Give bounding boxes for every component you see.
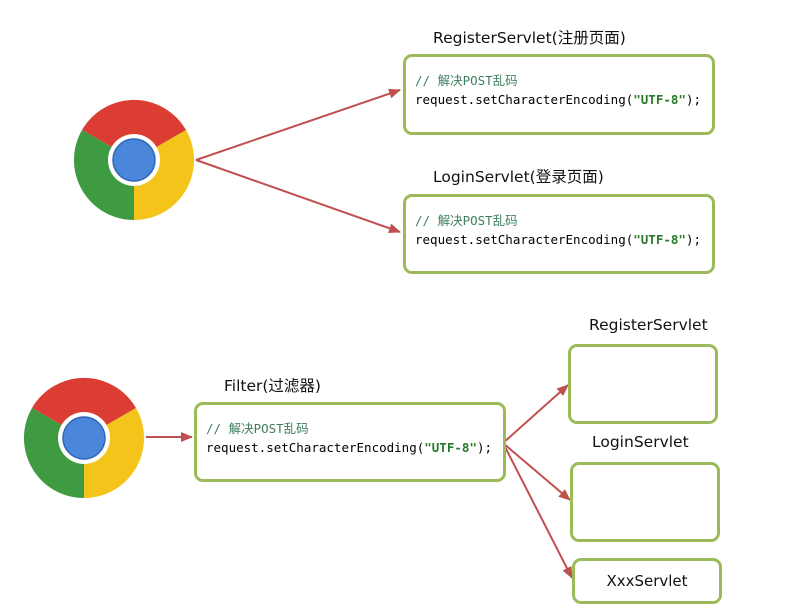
filter-title: Filter(过滤器)	[224, 377, 321, 395]
register-servlet-box: // 解决POST乱码 request.setCharacterEncoding…	[403, 54, 715, 135]
chrome-browser-icon	[73, 99, 195, 221]
login-servlet-box: // 解决POST乱码 request.setCharacterEncoding…	[403, 194, 715, 274]
xxx-servlet-box: XxxServlet	[572, 558, 722, 604]
code-comment: // 解决POST乱码	[415, 213, 518, 228]
login-servlet-title: LoginServlet(登录页面)	[433, 168, 604, 186]
code-block: // 解决POST乱码 request.setCharacterEncoding…	[415, 71, 701, 109]
chrome-browser-icon	[23, 377, 145, 499]
arrow-to-login	[195, 159, 401, 234]
register-servlet-target-box	[568, 344, 718, 424]
code-line: request.setCharacterEncoding("UTF-8");	[415, 232, 701, 247]
code-block: // 解决POST乱码 request.setCharacterEncoding…	[415, 211, 701, 249]
arrow-filter-to-xxx	[502, 442, 573, 579]
arrow-filter-to-register	[502, 384, 569, 444]
code-string: "UTF-8"	[633, 92, 686, 107]
xxx-servlet-label: XxxServlet	[606, 572, 688, 590]
register-servlet-label: RegisterServlet	[589, 316, 708, 334]
arrow-to-register	[195, 88, 401, 161]
filter-box: // 解决POST乱码 request.setCharacterEncoding…	[194, 402, 506, 482]
code-block: // 解决POST乱码 request.setCharacterEncoding…	[206, 419, 492, 457]
code-comment: // 解决POST乱码	[415, 73, 518, 88]
login-servlet-label: LoginServlet	[592, 433, 689, 451]
code-line: request.setCharacterEncoding("UTF-8");	[415, 92, 701, 107]
code-line: request.setCharacterEncoding("UTF-8");	[206, 440, 492, 455]
arrow-filter-to-login	[502, 442, 571, 501]
code-string: "UTF-8"	[424, 440, 477, 455]
code-comment: // 解决POST乱码	[206, 421, 309, 436]
register-servlet-title: RegisterServlet(注册页面)	[433, 29, 626, 47]
login-servlet-target-box	[570, 462, 720, 542]
code-string: "UTF-8"	[633, 232, 686, 247]
